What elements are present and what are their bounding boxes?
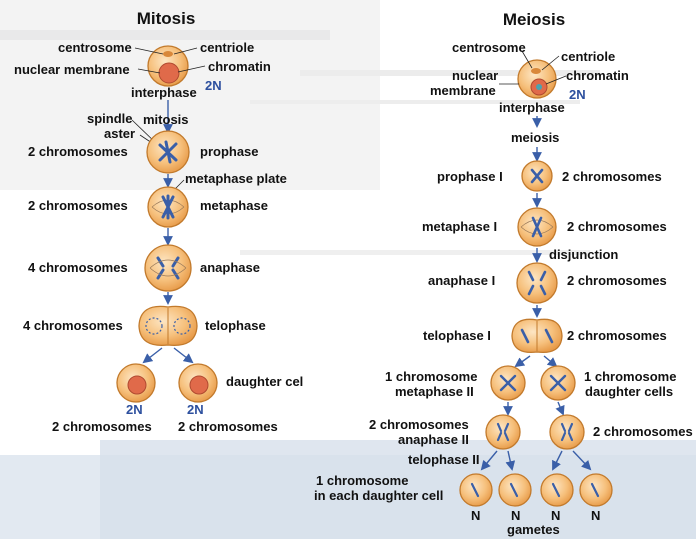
meiosis-one-chromosome-bottom: 1 chromosome bbox=[316, 473, 408, 488]
meiosis-gamete-cell-1 bbox=[460, 474, 492, 506]
mitosis-ploidy-right: 2N bbox=[187, 402, 204, 417]
meiosis-prophase-1-label: prophase I bbox=[437, 169, 503, 184]
meiosis-anaphase-2-label: anaphase II bbox=[398, 432, 469, 447]
mitosis-mitosis-label: mitosis bbox=[143, 112, 189, 127]
meiosis-telophase-2-label: telophase II bbox=[408, 452, 480, 467]
meiosis-metaphase-2-label: metaphase II bbox=[395, 384, 474, 399]
mitosis-centrosome-label: centrosome bbox=[58, 40, 132, 55]
meiosis-arrow-8d bbox=[573, 451, 590, 469]
mitosis-anaphase-label: anaphase bbox=[200, 260, 260, 275]
meiosis-nuclear-label: nuclear bbox=[452, 68, 498, 83]
mitosis-prophase-label: prophase bbox=[200, 144, 259, 159]
meiosis-arrow-6b bbox=[544, 356, 556, 366]
meiosis-disjunction-label: disjunction bbox=[549, 247, 618, 262]
meiosis-arrow-8a bbox=[482, 451, 497, 469]
mitosis-anaphase-chromosomes: 4 chromosomes bbox=[28, 260, 128, 275]
meiosis-centriole-label: centriole bbox=[561, 49, 615, 64]
mitosis-telophase-chromosomes: 4 chromosomes bbox=[23, 318, 123, 333]
mitosis-anaphase-cell bbox=[145, 245, 191, 291]
mitosis-title: Mitosis bbox=[137, 9, 196, 28]
mitosis-left-chromosomes: 2 chromosomes bbox=[52, 419, 152, 434]
meiosis-n-label-1: N bbox=[471, 508, 480, 523]
mitosis-ploidy-left: 2N bbox=[126, 402, 143, 417]
mitosis-metaphase-chromosomes: 2 chromosomes bbox=[28, 198, 128, 213]
mitosis-daughter-cell-left bbox=[117, 364, 155, 402]
meiosis-membrane-label: membrane bbox=[430, 83, 496, 98]
meiosis-gamete-cell-4 bbox=[580, 474, 612, 506]
meiosis-prophase-1-cell bbox=[522, 161, 552, 191]
mitosis-right-chromosomes: 2 chromosomes bbox=[178, 419, 278, 434]
meiosis-anaphase-1-chromosomes: 2 chromosomes bbox=[567, 273, 667, 288]
mitosis-daughter-cell-right bbox=[179, 364, 217, 402]
meiosis-gamete-cell-3 bbox=[541, 474, 573, 506]
meiosis-n-label-2: N bbox=[511, 508, 520, 523]
mitosis-nuclear-membrane-label: nuclear membrane bbox=[14, 62, 130, 77]
meiosis-arrow-7b bbox=[558, 402, 563, 414]
mitosis-telophase-label: telophase bbox=[205, 318, 266, 333]
meiosis-anaphase-2-cell-left bbox=[486, 415, 520, 449]
mitosis-centriole-label: centriole bbox=[200, 40, 254, 55]
meiosis-telophase-1-chromosomes: 2 chromosomes bbox=[567, 328, 667, 343]
mitosis-prophase-chromosomes: 2 chromosomes bbox=[28, 144, 128, 159]
mitosis-arrow-5a bbox=[144, 348, 162, 362]
meiosis-gametes-label: gametes bbox=[507, 522, 560, 537]
meiosis-in-each-daughter-cell: in each daughter cell bbox=[314, 488, 443, 503]
mitosis-telophase-cell bbox=[139, 306, 197, 345]
mitosis-metaphase-cell bbox=[148, 187, 188, 227]
meiosis-metaphase-1-chromosomes: 2 chromosomes bbox=[567, 219, 667, 234]
meiosis-anaphase-2-cell-right bbox=[550, 415, 584, 449]
meiosis-centrosome-label: centrosome bbox=[452, 40, 526, 55]
meiosis-daughter-cells-label: daughter cells bbox=[585, 384, 673, 399]
mitosis-spindle-label: spindle bbox=[87, 111, 133, 126]
meiosis-interphase-cell bbox=[518, 60, 556, 98]
meiosis-arrow-6a bbox=[516, 356, 530, 366]
meiosis-arrow-8b bbox=[508, 451, 512, 469]
meiosis-chromatin-label: chromatin bbox=[566, 68, 629, 83]
mitosis-aster-label: aster bbox=[104, 126, 135, 141]
meiosis-n-label-3: N bbox=[551, 508, 560, 523]
meiosis-arrow-8c bbox=[553, 451, 562, 469]
meiosis-interphase-label: interphase bbox=[499, 100, 565, 115]
meiosis-metaphase-1-label: metaphase I bbox=[422, 219, 497, 234]
meiosis-prophase-1-chromosomes: 2 chromosomes bbox=[562, 169, 662, 184]
mitosis-interphase-label: interphase bbox=[131, 85, 197, 100]
meiosis-meiosis-label: meiosis bbox=[511, 130, 559, 145]
meiosis-one-chromosome-right: 1 chromosome bbox=[584, 369, 676, 384]
meiosis-two-chromosomes-label: 2 chromosomes bbox=[369, 417, 469, 432]
meiosis-metaphase-2-cell-left bbox=[491, 366, 525, 400]
meiosis-title: Meiosis bbox=[503, 10, 565, 29]
meiosis-one-chromosome-left: 1 chromosome bbox=[385, 369, 477, 384]
meiosis-metaphase-2-cell-right bbox=[541, 366, 575, 400]
meiosis-gamete-cell-2 bbox=[499, 474, 531, 506]
meiosis-anaphase-2-right-chromosomes: 2 chromosomes bbox=[593, 424, 693, 439]
meiosis-telophase-1-cell bbox=[512, 319, 562, 352]
mitosis-prophase-cell bbox=[147, 131, 189, 173]
mitosis-metaphase-plate-label: metaphase plate bbox=[185, 171, 287, 186]
mitosis-ploidy-top: 2N bbox=[205, 78, 222, 93]
mitosis-chromatin-label: chromatin bbox=[208, 59, 271, 74]
meiosis-telophase-1-label: telophase I bbox=[423, 328, 491, 343]
meiosis-n-label-4: N bbox=[591, 508, 600, 523]
mitosis-daughter-cells-label: daughter cel bbox=[226, 374, 303, 389]
mitosis-metaphase-label: metaphase bbox=[200, 198, 268, 213]
meiosis-anaphase-1-cell bbox=[517, 263, 557, 303]
mitosis-arrow-5b bbox=[174, 348, 192, 362]
meiosis-metaphase-1-cell bbox=[518, 208, 556, 246]
meiosis-ploidy-top: 2N bbox=[569, 87, 586, 102]
meiosis-anaphase-1-label: anaphase I bbox=[428, 273, 495, 288]
